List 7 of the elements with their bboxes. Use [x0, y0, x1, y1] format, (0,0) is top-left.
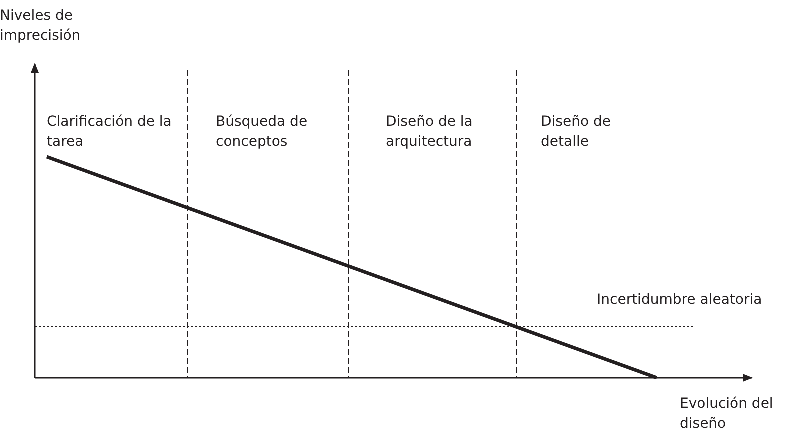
- axis-title: Evolución del diseño: [680, 395, 774, 432]
- phase-label: Búsqueda de conceptos: [216, 113, 309, 152]
- axis-title: Niveles de imprecisión: [0, 7, 82, 46]
- phase-label: Clarificación de la tarea: [47, 113, 172, 152]
- phase-label: Diseño de detalle: [541, 113, 612, 152]
- phase-label: Diseño de la arquitectura: [386, 113, 474, 152]
- line-label: Incertidumbre aleatoria: [597, 291, 762, 310]
